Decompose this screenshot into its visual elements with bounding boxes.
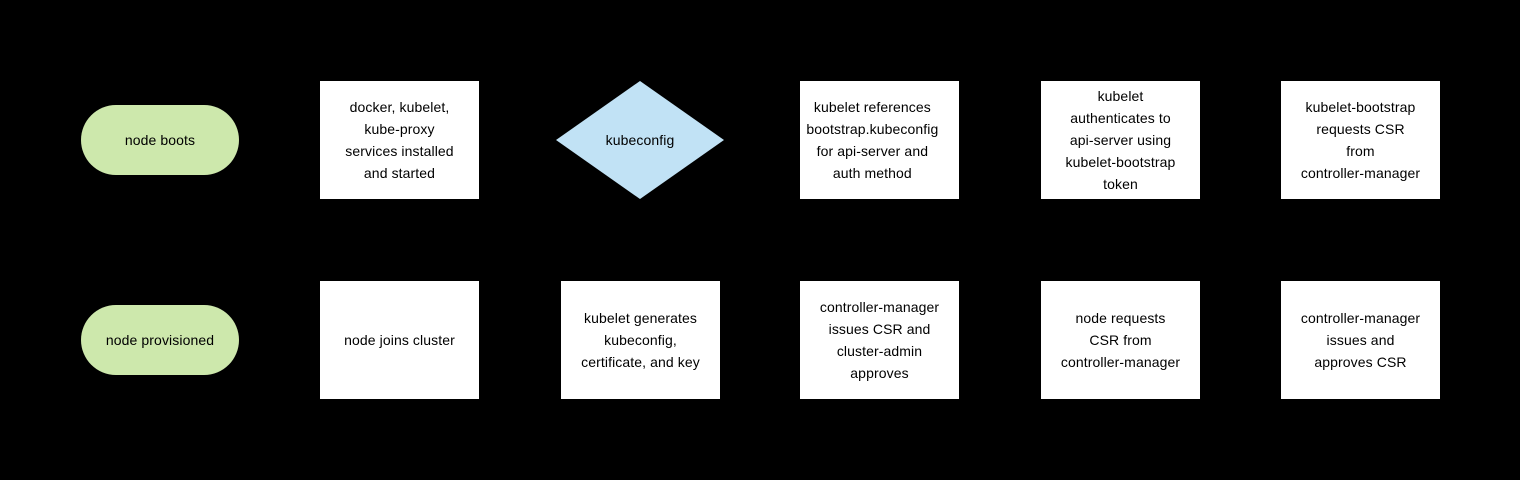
flow-node-label-node-joins-cluster: node joins cluster (344, 332, 455, 348)
flow-node-label-kubelet-generates-kubeconfig: kubelet generates kubeconfig, certificat… (581, 310, 700, 370)
flow-node-controller-manager-issues-approves[interactable]: controller-manager issues and approves C… (1281, 281, 1440, 399)
flow-node-node-provisioned[interactable]: node provisioned (81, 305, 239, 375)
flow-node-label-controller-manager-issues-approves: controller-manager issues and approves C… (1300, 310, 1421, 370)
flow-node-controller-manager-issues-csr[interactable]: controller-manager issues CSR and cluste… (800, 281, 959, 399)
flow-node-node-boots[interactable]: node boots (81, 105, 239, 175)
flow-node-kubelet-references-bootstrap[interactable]: kubelet references bootstrap.kubeconfig … (800, 81, 959, 199)
flow-node-label-kubelet-authenticates: kubelet authenticates to api-server usin… (1065, 88, 1176, 192)
flow-node-label-services-installed: docker, kubelet, kube-proxy services ins… (345, 99, 454, 181)
flow-node-kubelet-bootstrap-requests-csr[interactable]: kubelet-bootstrap requests CSR from cont… (1281, 81, 1440, 199)
flow-node-kubeconfig-decision[interactable]: kubeconfig (556, 81, 724, 199)
flow-node-label-kubeconfig-decision: kubeconfig (605, 132, 675, 148)
flow-node-node-requests-csr[interactable]: node requests CSR from controller-manage… (1041, 281, 1200, 399)
flow-node-services-installed[interactable]: docker, kubelet, kube-proxy services ins… (320, 81, 479, 199)
flow-node-label-kubelet-references-bootstrap: kubelet references bootstrap.kubeconfig … (806, 99, 939, 181)
flow-node-node-joins-cluster[interactable]: node joins cluster (320, 281, 479, 399)
flow-node-label-node-requests-csr: node requests CSR from controller-manage… (1060, 310, 1181, 370)
flow-node-label-kubelet-bootstrap-requests-csr: kubelet-bootstrap requests CSR from cont… (1300, 99, 1421, 181)
flow-node-label-controller-manager-issues-csr: controller-manager issues CSR and cluste… (819, 299, 940, 381)
flow-node-kubelet-authenticates[interactable]: kubelet authenticates to api-server usin… (1041, 81, 1200, 199)
flow-node-label-node-boots: node boots (124, 132, 196, 148)
flow-node-label-node-provisioned: node provisioned (105, 332, 215, 348)
flow-node-kubelet-generates-kubeconfig[interactable]: kubelet generates kubeconfig, certificat… (561, 281, 720, 399)
